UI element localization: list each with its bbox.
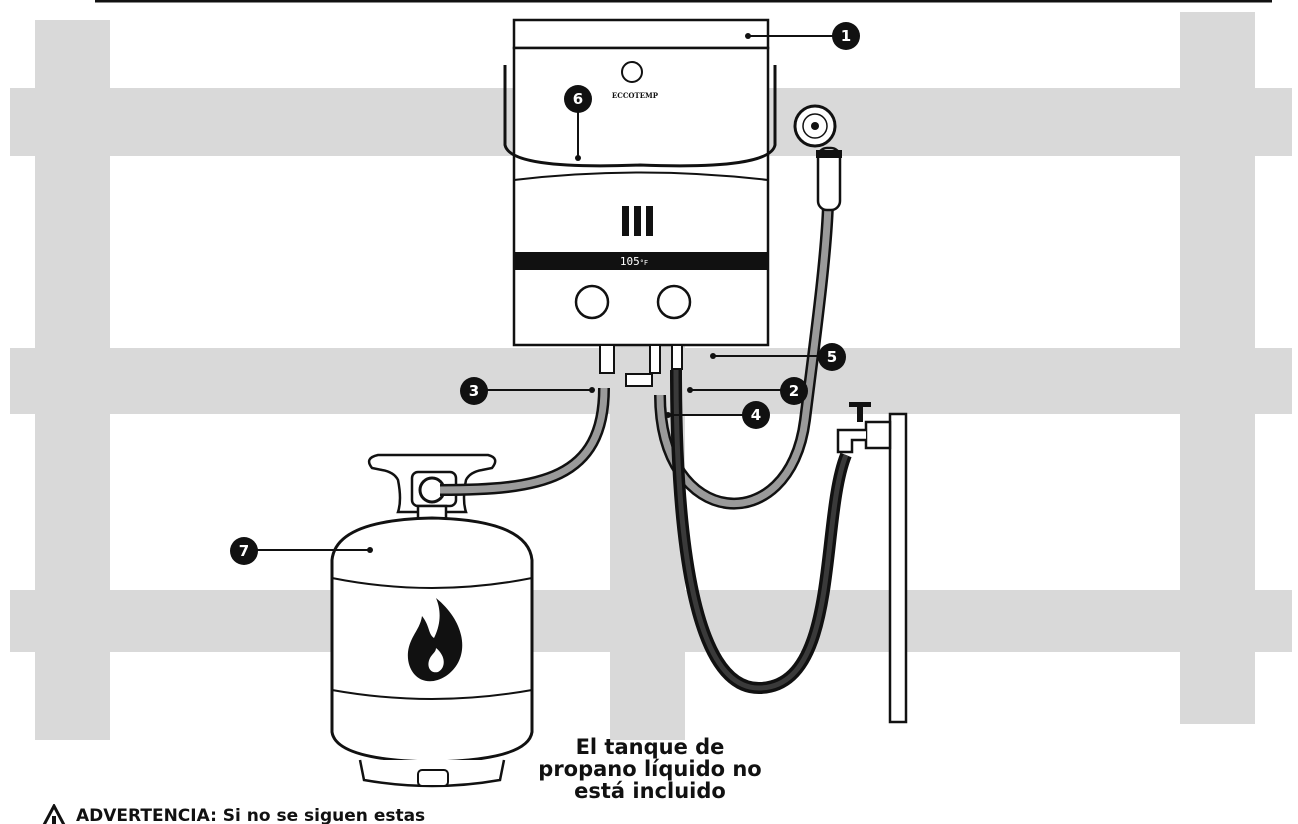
caption-line-3: está incluido (574, 779, 726, 803)
gas-inlet-fitting (599, 344, 615, 374)
showerhead-handle (816, 146, 842, 212)
svg-text:2: 2 (789, 382, 799, 400)
drain-valve (625, 373, 653, 387)
tank-seam-top (331, 577, 533, 589)
callout-7: 7 (230, 537, 258, 565)
caption-line-1: El tanque de (575, 735, 725, 759)
svg-text:7: 7 (239, 542, 249, 560)
brand-logo-icon (621, 61, 643, 83)
showerhead (793, 104, 842, 212)
showerhead-clip (816, 150, 842, 158)
svg-text:1: 1 (841, 27, 851, 45)
warning-note: ADVERTENCIA: Si no se siguen estas (12, 804, 532, 824)
water-inlet-fitting (649, 344, 661, 374)
svg-text:3: 3 (469, 382, 479, 400)
vent-slot-1 (622, 206, 629, 236)
callout-lines (250, 35, 836, 551)
callout-5: 5 (818, 343, 846, 371)
svg-text:6: 6 (573, 90, 583, 108)
warning-text: ADVERTENCIA: Si no se siguen estas (76, 806, 426, 824)
tank-not-included-caption: El tanque de propano líquido no está inc… (520, 736, 780, 802)
caption-line-2: propano líquido no (538, 757, 762, 781)
vent-slot-3 (646, 206, 653, 236)
fence-post-left (35, 20, 110, 740)
warning-triangle-icon (42, 804, 66, 824)
faucet-pipe (888, 412, 908, 724)
heater-top-cover (512, 18, 770, 50)
callout-2: 2 (780, 377, 808, 405)
brand-logo-text: ECCOTEMP (612, 91, 659, 100)
faucet-body (864, 420, 892, 450)
water-inlet-hose-highlight (673, 369, 849, 691)
faucet-spout (836, 428, 866, 454)
water-heater: ECCOTEMP 105°F (503, 18, 777, 387)
flame-inner-icon (428, 648, 444, 673)
gas-control-knob (574, 284, 610, 320)
faucet (836, 402, 908, 724)
tank-seam-bottom (331, 689, 533, 700)
svg-text:4: 4 (751, 406, 761, 424)
svg-text:5: 5 (827, 348, 837, 366)
flame-icon (407, 598, 463, 682)
faucet-handle-stem (857, 404, 863, 422)
callout-3: 3 (460, 377, 488, 405)
vent-slot-2 (634, 206, 641, 236)
tank-base-slot (417, 769, 449, 787)
water-outlet-fitting (671, 344, 683, 370)
fence-post-right (1180, 12, 1255, 724)
water-control-knob (656, 284, 692, 320)
showerhead-center (811, 122, 819, 130)
heater-panel-seam (513, 171, 769, 181)
heater-handle (503, 65, 777, 168)
callout-line-ends (367, 33, 751, 553)
callout-6: 6 (564, 85, 592, 113)
temperature-display: 105°F (620, 255, 648, 268)
callout-1: 1 (832, 22, 860, 50)
faucet-handle (849, 402, 871, 407)
propane-tank (330, 453, 534, 788)
callout-4: 4 (742, 401, 770, 429)
display-bar (514, 252, 768, 270)
gas-hose (439, 387, 608, 494)
